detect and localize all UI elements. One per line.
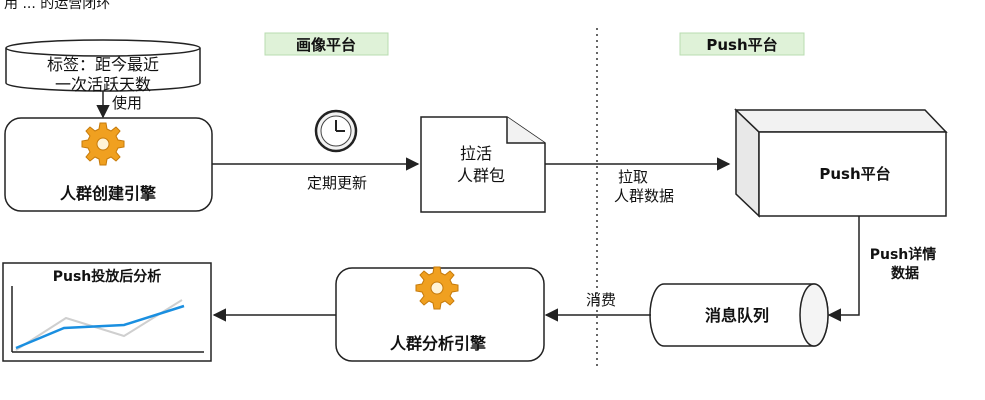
clock-icon bbox=[314, 109, 358, 153]
edge-pull-label-line1: 拉取 bbox=[618, 168, 648, 186]
analysis-engine-label: 人群分析引擎 bbox=[390, 334, 487, 353]
zone-label-left-text: 画像平台 bbox=[296, 36, 356, 54]
edge-push-detail-label-line1: Push详情 bbox=[870, 246, 937, 263]
crowd-package-line1: 拉活 bbox=[460, 144, 492, 163]
tag-store-cylinder: 标签：距今最近 一次活跃天数 bbox=[5, 39, 201, 94]
analysis-engine-box: 人群分析引擎 bbox=[335, 266, 545, 362]
zone-label-left: 画像平台 bbox=[264, 32, 389, 56]
edge-push-detail-arrow bbox=[827, 216, 860, 322]
edge-consume-label: 消费 bbox=[586, 291, 616, 309]
crowd-engine-box: 人群创建引擎 bbox=[4, 117, 213, 212]
analysis-chart-panel: Push投放后分析 bbox=[2, 262, 212, 362]
edge-push-detail-label-line2: 数据 bbox=[891, 265, 919, 282]
edge-scheduled-update-label: 定期更新 bbox=[307, 174, 367, 192]
zone-label-right: Push平台 bbox=[679, 32, 805, 56]
chart-blue-line bbox=[15, 304, 185, 350]
crowd-package-line2: 人群包 bbox=[457, 166, 505, 185]
crowd-engine-label: 人群创建引擎 bbox=[60, 184, 157, 203]
edge-use-label: 使用 bbox=[112, 94, 142, 112]
crowd-engine-gear-icon bbox=[81, 122, 125, 166]
edge-pull-label-line2: 人群数据 bbox=[614, 187, 674, 205]
message-queue-label: 消息队列 bbox=[705, 306, 769, 325]
analysis-chart-title: Push投放后分析 bbox=[53, 268, 162, 285]
header-fragment: 用 ... 的运营闭环 bbox=[4, 0, 110, 12]
analysis-engine-gear-icon bbox=[415, 266, 459, 310]
zone-label-right-text: Push平台 bbox=[706, 36, 777, 54]
tag-store-line2: 一次活跃天数 bbox=[55, 75, 151, 94]
crowd-package-document: 拉活 人群包 bbox=[420, 116, 546, 213]
push-platform-label: Push平台 bbox=[819, 165, 890, 183]
push-platform-box: Push平台 bbox=[734, 108, 948, 218]
message-queue-cylinder: 消息队列 bbox=[649, 283, 829, 347]
tag-store-line1: 标签：距今最近 bbox=[47, 55, 159, 74]
